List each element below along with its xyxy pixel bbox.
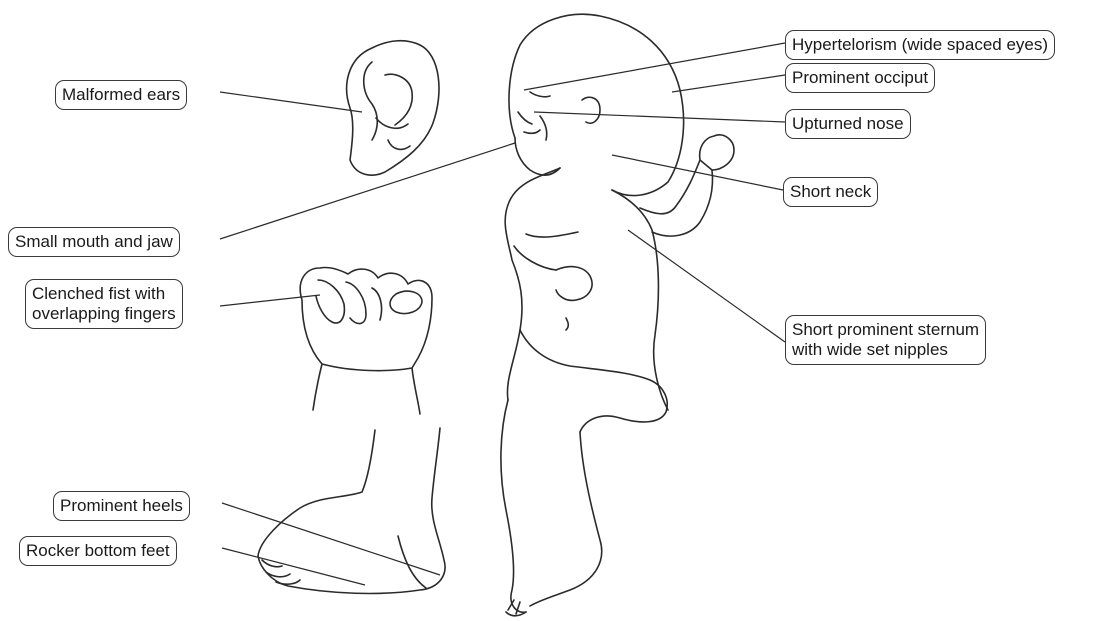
leader-lines	[220, 43, 785, 585]
label-malformed-ears-text: Malformed ears	[62, 85, 180, 105]
label-fist-line1: Clenched fist with	[32, 284, 176, 304]
label-rocker-bottom-feet: Rocker bottom feet	[19, 536, 177, 566]
label-malformed-ears: Malformed ears	[55, 80, 187, 110]
label-hypertelorism: Hypertelorism (wide spaced eyes)	[785, 30, 1055, 60]
label-short-prominent-sternum: Short prominent sternum with wide set ni…	[785, 315, 986, 365]
label-clenched-fist: Clenched fist with overlapping fingers	[25, 279, 183, 329]
label-sternum-line1: Short prominent sternum	[792, 320, 979, 340]
label-prominent-heels: Prominent heels	[53, 491, 190, 521]
label-small-mouth-jaw: Small mouth and jaw	[8, 227, 180, 257]
clenched-fist-drawing	[300, 267, 432, 414]
label-prominent-occiput-text: Prominent occiput	[792, 68, 928, 88]
rocker-foot-drawing	[258, 428, 445, 593]
label-prominent-heels-text: Prominent heels	[60, 496, 183, 516]
label-rocker-bottom-feet-text: Rocker bottom feet	[26, 541, 170, 561]
label-prominent-occiput: Prominent occiput	[785, 63, 935, 93]
malformed-ear-drawing	[347, 41, 439, 175]
label-small-mouth-jaw-text: Small mouth and jaw	[15, 232, 173, 252]
label-short-neck-text: Short neck	[790, 182, 871, 202]
label-fist-line2: overlapping fingers	[32, 304, 176, 324]
infant-drawing	[501, 14, 734, 615]
label-hypertelorism-text: Hypertelorism (wide spaced eyes)	[792, 35, 1048, 55]
label-upturned-nose-text: Upturned nose	[792, 114, 904, 134]
label-short-neck: Short neck	[783, 177, 878, 207]
label-sternum-line2: with wide set nipples	[792, 340, 979, 360]
label-upturned-nose: Upturned nose	[785, 109, 911, 139]
